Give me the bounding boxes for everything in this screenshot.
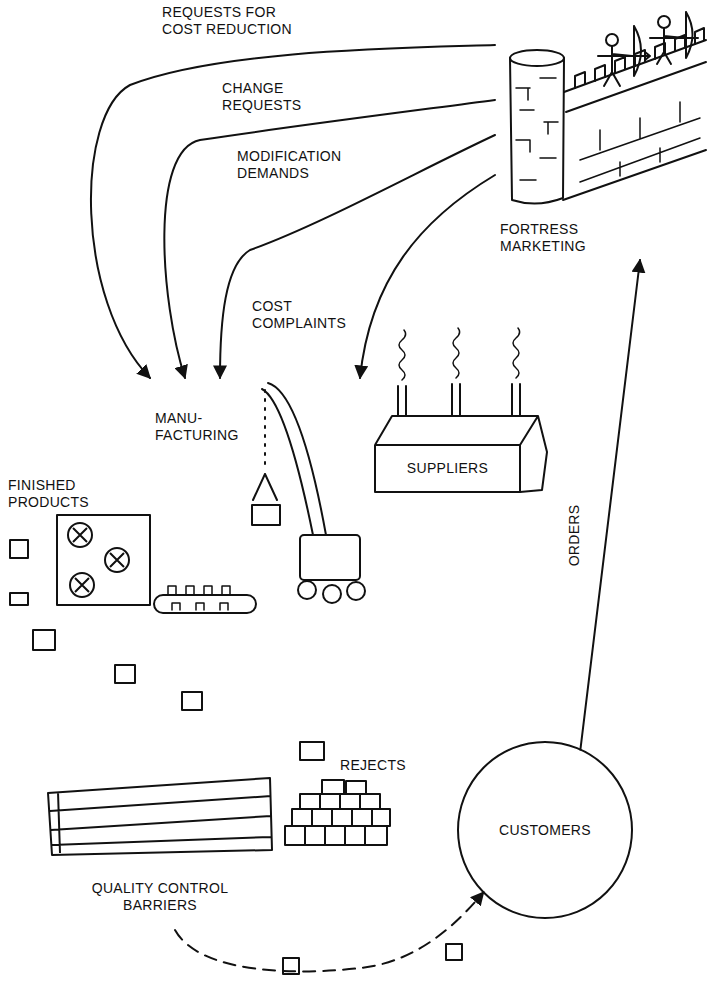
node-text: CUSTOMERS (499, 822, 591, 839)
flow-arrow (220, 135, 495, 378)
customer-circle-outline-part (458, 742, 632, 918)
supplier-factory-outline-part (375, 416, 547, 492)
node-text: MANU- FACTURING (155, 410, 260, 444)
archer-figure-part (658, 16, 670, 28)
crane-part (264, 390, 266, 470)
conveyor-belt-part (154, 595, 256, 613)
finished-products-crate: FINISHED PRODUCTS (5, 475, 152, 608)
fortress-tower-part (510, 50, 564, 66)
arrow-label: COST COMPLAINTS (250, 298, 354, 332)
supplier-chimneys (398, 328, 520, 416)
flow-arrow (580, 260, 640, 750)
shipped-boxes (283, 944, 462, 974)
manufacturing-node: MANU- FACTURING (145, 378, 380, 613)
conveyor-belt-part (168, 586, 230, 610)
fortress-tower (510, 50, 564, 204)
part-label: REJECTS (338, 757, 408, 774)
arrow-label: REQUESTS FOR COST REDUCTION (160, 4, 299, 38)
arrow-label: ORDERS (566, 503, 583, 569)
arrow-label: MODIFICATION DEMANDS (235, 148, 349, 182)
crane-part (252, 505, 280, 525)
quality-barrier: QUALITY CONTROL BARRIERS (45, 775, 275, 930)
flow-arrow (175, 892, 484, 971)
reject-pile-part (285, 826, 387, 845)
fortress-tower-part (516, 78, 558, 180)
node-text: QUALITY CONTROL BARRIERS (75, 880, 245, 914)
supplier-factory-outline (370, 410, 550, 495)
archer-figure-part (606, 34, 618, 46)
product-box-trail-part (33, 630, 324, 760)
node-text: SUPPLIERS (375, 460, 520, 477)
crane (252, 383, 365, 603)
archer-figure-part (650, 12, 698, 64)
customer-circle: CUSTOMERS (455, 740, 635, 920)
reject-pile (285, 780, 390, 845)
finished-products-crate-outline-part (57, 515, 150, 605)
reject-pile-part (300, 794, 380, 809)
fortress-node: FORTRESS MARKETING (495, 35, 705, 260)
archer-figure (598, 12, 698, 86)
reject-pile-part (292, 809, 390, 826)
flow-arrow (360, 175, 495, 378)
supplier-factory: SUPPLIERS (370, 410, 550, 495)
shipped-boxes-part (283, 944, 462, 974)
crane-part (323, 585, 341, 603)
finished-products-crate-outline-part (10, 593, 28, 605)
flow-arrow (164, 100, 495, 378)
crane-part (347, 582, 365, 600)
finished-products-crate-outline-part (10, 540, 28, 558)
fortress-wall-part (580, 102, 700, 182)
crane-part (300, 535, 360, 580)
conveyor-belt (154, 586, 256, 613)
crane-part (298, 581, 316, 599)
flow-arrow (91, 45, 495, 378)
supplier-chimneys-part (399, 328, 520, 380)
reject-pile-part (322, 780, 366, 794)
arrow-label: CHANGE REQUESTS (220, 80, 314, 114)
quality-barrier-outline-part (48, 778, 272, 855)
crane-part (253, 474, 277, 500)
product-box-trail (33, 630, 324, 760)
crane-part (262, 383, 326, 535)
node-text: FINISHED PRODUCTS (8, 477, 118, 511)
archer-figure-part (598, 26, 650, 86)
node-text: FORTRESS MARKETING (500, 221, 615, 255)
supplier-chimneys-part (398, 384, 520, 416)
fortress-tower-part (510, 58, 564, 204)
finished-products-crate-outline-part (73, 528, 124, 592)
